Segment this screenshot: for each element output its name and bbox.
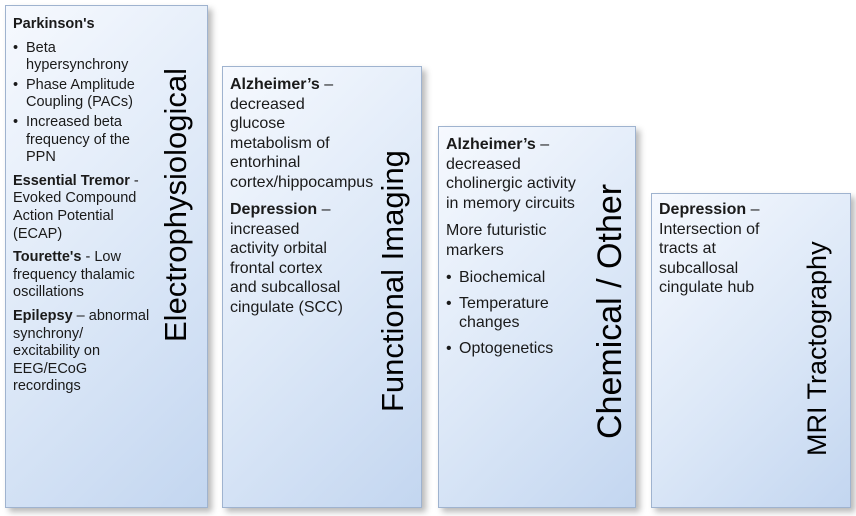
panel-electrophysiological: Parkinson's Beta hypersynchrony Phase Am… bbox=[5, 5, 208, 508]
panel-chemical-other-title: Chemical / Other bbox=[591, 183, 629, 439]
heading-alzheimers: Alzheimer’s bbox=[230, 76, 320, 93]
panel-mri-tractography-title: MRI Tractography bbox=[802, 241, 832, 456]
panel-mri-tractography-content: Depression – Intersection of tracts at s… bbox=[659, 200, 787, 306]
list-item: Increased beta frequency of the PPN bbox=[13, 114, 151, 167]
heading-depression: Depression bbox=[230, 201, 318, 218]
heading-parkinsons: Parkinson's bbox=[13, 16, 95, 32]
heading-epilepsy: Epilepsy bbox=[13, 307, 73, 324]
panel-chemical-other-content: Alzheimer’s – decreased cholinergic acti… bbox=[446, 135, 580, 364]
futuristic-markers-list: Biochemical Temperature changes Optogene… bbox=[446, 268, 580, 358]
list-item: Optogenetics bbox=[446, 339, 580, 359]
list-item: Temperature changes bbox=[446, 294, 580, 333]
heading-alzheimers: Alzheimer’s bbox=[446, 136, 536, 153]
depression-imaging-text: – increased activity orbital frontal cor… bbox=[230, 201, 343, 316]
depression-tractography-text: – Intersection of tracts at subcallosal … bbox=[659, 201, 760, 296]
panel-functional-imaging-title: Functional Imaging bbox=[375, 150, 410, 412]
list-item: Phase Amplitude Coupling (PACs) bbox=[13, 77, 151, 112]
list-item: Beta hypersynchrony bbox=[13, 40, 151, 75]
heading-depression: Depression bbox=[659, 201, 747, 218]
panel-functional-imaging: Alzheimer’s – decreased glucose metaboli… bbox=[222, 66, 422, 508]
list-item: Biochemical bbox=[446, 268, 580, 288]
futuristic-markers-text: More futuristic markers bbox=[446, 222, 547, 259]
panel-electrophysiological-content: Parkinson's Beta hypersynchrony Phase Am… bbox=[13, 16, 151, 402]
alzheimers-imaging-text: – decreased glucose metabolism of entorh… bbox=[230, 76, 374, 191]
panel-electrophysiological-title: Electrophysiological bbox=[158, 68, 193, 342]
panel-chemical-other: Alzheimer’s – decreased cholinergic acti… bbox=[438, 126, 636, 508]
tourettes-text: - Low frequency thalamic oscillations bbox=[13, 249, 135, 301]
heading-tourettes: Tourette's bbox=[13, 249, 82, 266]
panel-mri-tractography: Depression – Intersection of tracts at s… bbox=[651, 193, 851, 508]
epilepsy-text: – abnormal synchrony/ excitability on EE… bbox=[13, 307, 150, 395]
heading-essential-tremor: Essential Tremor bbox=[13, 172, 130, 189]
panel-functional-imaging-content: Alzheimer’s – decreased glucose metaboli… bbox=[230, 75, 373, 325]
alzheimers-chemical-text: – decreased cholinergic activity in memo… bbox=[446, 136, 576, 212]
essential-tremor-text: - Evoked Compound Action Potential (ECAP… bbox=[13, 172, 139, 242]
parkinsons-bullet-list: Beta hypersynchrony Phase Amplitude Coup… bbox=[13, 40, 151, 167]
